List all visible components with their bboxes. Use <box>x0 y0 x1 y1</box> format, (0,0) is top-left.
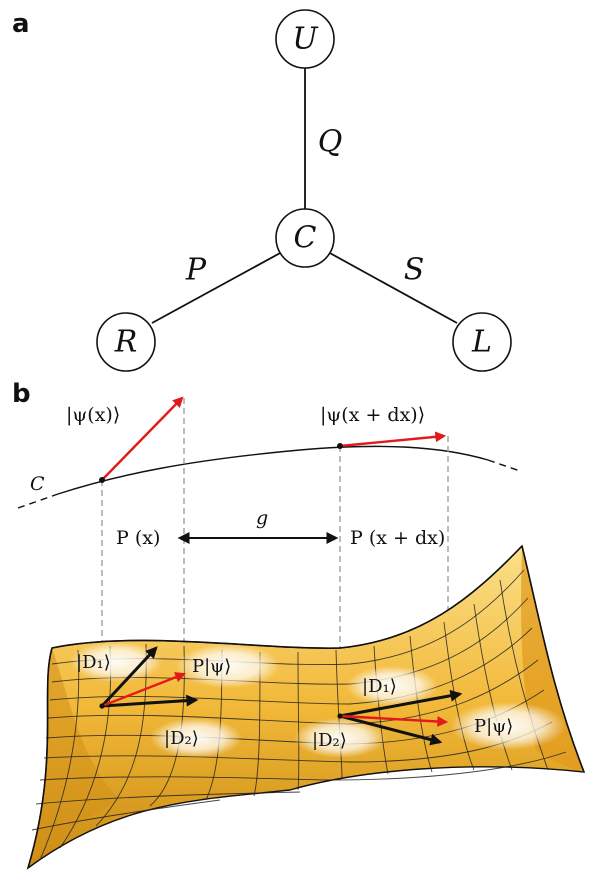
curve-dash-right <box>487 459 521 472</box>
projection-right <box>339 714 449 727</box>
label-d2-left: |D₂⟩ <box>164 728 199 749</box>
metric-label: g <box>256 507 268 529</box>
basis-d2-right <box>339 714 443 746</box>
basis-d1-left <box>100 646 158 708</box>
basis-d1-right <box>339 689 463 718</box>
curve-vectors: |ψ(x)⟩ |ψ(x + dx)⟩ <box>66 396 447 483</box>
label-glows <box>70 642 566 758</box>
node-u: U <box>275 9 335 69</box>
edge-label-p: P <box>185 253 207 288</box>
state-vector-left <box>101 396 184 481</box>
node-r: R <box>96 312 156 372</box>
panel-label-a: a <box>12 9 30 39</box>
edge-c-l <box>327 251 458 324</box>
node-l-label: L <box>471 325 492 360</box>
label-projection-left: P|ψ⟩ <box>192 656 231 677</box>
basis-d2-left <box>101 694 199 708</box>
panel-label-b: b <box>12 379 31 409</box>
curve-label: C <box>30 473 45 495</box>
tangent-vectors-left: |D₁⟩ P|ψ⟩ |D₂⟩ <box>76 646 231 749</box>
curve-main <box>57 445 489 495</box>
graph-diagram: Q P S U C R L <box>96 9 512 372</box>
label-d1-right: |D₁⟩ <box>362 676 397 697</box>
label-projection-right: P|ψ⟩ <box>474 716 513 737</box>
manifold-surface <box>26 544 586 870</box>
state-label-right: |ψ(x + dx)⟩ <box>320 404 425 426</box>
state-vector-right <box>339 431 447 448</box>
curve-dash-left <box>17 493 59 509</box>
metric-arrow: g P (x) P (x + dx) <box>116 507 445 549</box>
node-l: L <box>452 312 512 372</box>
node-u-label: U <box>292 22 319 57</box>
point-label-left: P (x) <box>116 527 160 549</box>
label-d1-left: |D₁⟩ <box>76 652 111 673</box>
tangent-vectors-right: |D₁⟩ |D₂⟩ P|ψ⟩ <box>312 676 513 751</box>
node-c: C <box>275 208 335 268</box>
node-c-label: C <box>294 221 317 256</box>
node-r-label: R <box>114 325 138 360</box>
edge-label-s: S <box>404 253 425 288</box>
edge-label-q: Q <box>318 125 343 160</box>
label-d2-right: |D₂⟩ <box>312 730 347 751</box>
projection-left <box>101 672 187 708</box>
point-label-right: P (x + dx) <box>350 527 445 549</box>
edge-c-r <box>151 251 283 324</box>
state-label-left: |ψ(x)⟩ <box>66 404 120 426</box>
curve-c: C <box>17 445 521 509</box>
